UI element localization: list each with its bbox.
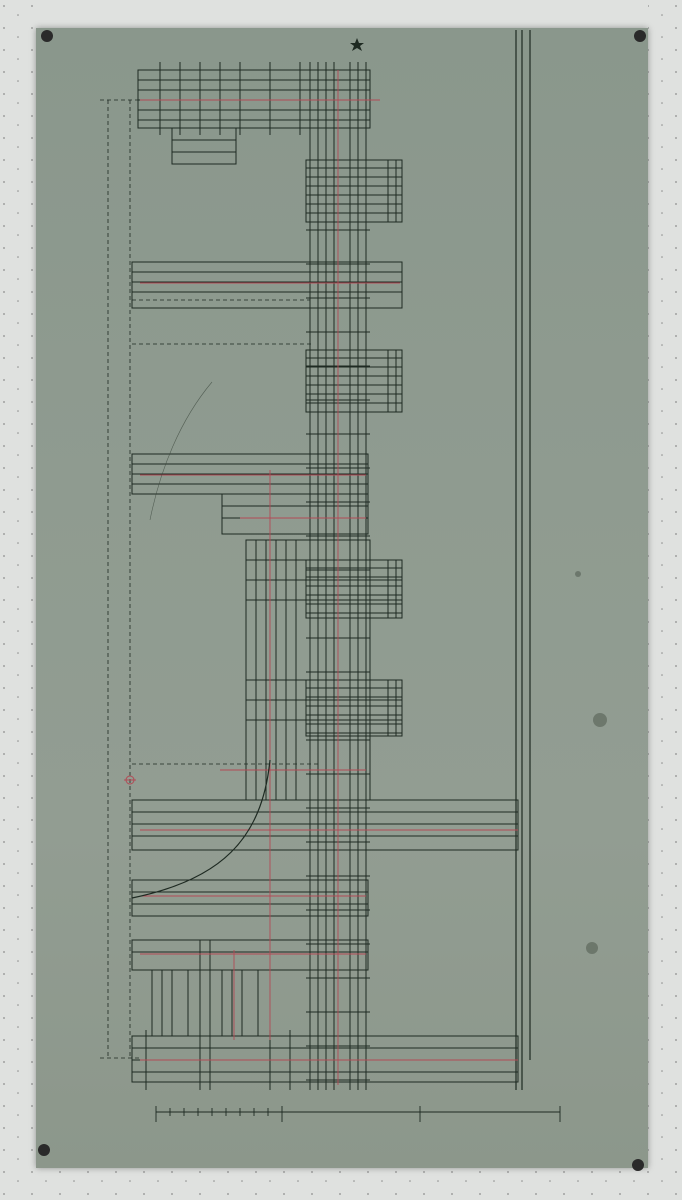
dimension-lines (100, 99, 320, 1059)
pencil-arc (149, 381, 213, 521)
lower-left-stacks (145, 940, 291, 1090)
handwritten-note-block (418, 212, 650, 432)
board-dot-texture-right (648, 0, 682, 1200)
central-tie-sets (305, 159, 403, 1081)
board-dot-texture-left (0, 0, 36, 1200)
pin-bottom-left (38, 1144, 50, 1156)
curve-line (131, 759, 271, 899)
scale-bar (155, 1106, 561, 1122)
right-frame-lines (515, 30, 531, 1090)
horizontal-bands (131, 261, 519, 1083)
upper-left-track-bundle (137, 62, 371, 165)
scale-caption (140, 1080, 610, 1100)
side-caption (442, 760, 456, 960)
red-center-lines (140, 70, 518, 1085)
pin-top-left (41, 30, 53, 42)
central-vertical-stack (309, 62, 367, 1090)
tie-set-frame (305, 159, 403, 223)
pin-top-right (634, 30, 646, 42)
board-dot-texture-bottom (36, 1168, 648, 1200)
paper-stains (575, 571, 607, 954)
star-mark (350, 38, 364, 51)
tie-set-frame (305, 349, 403, 413)
registration-mark (124, 775, 136, 785)
pin-bottom-right (632, 1159, 644, 1171)
